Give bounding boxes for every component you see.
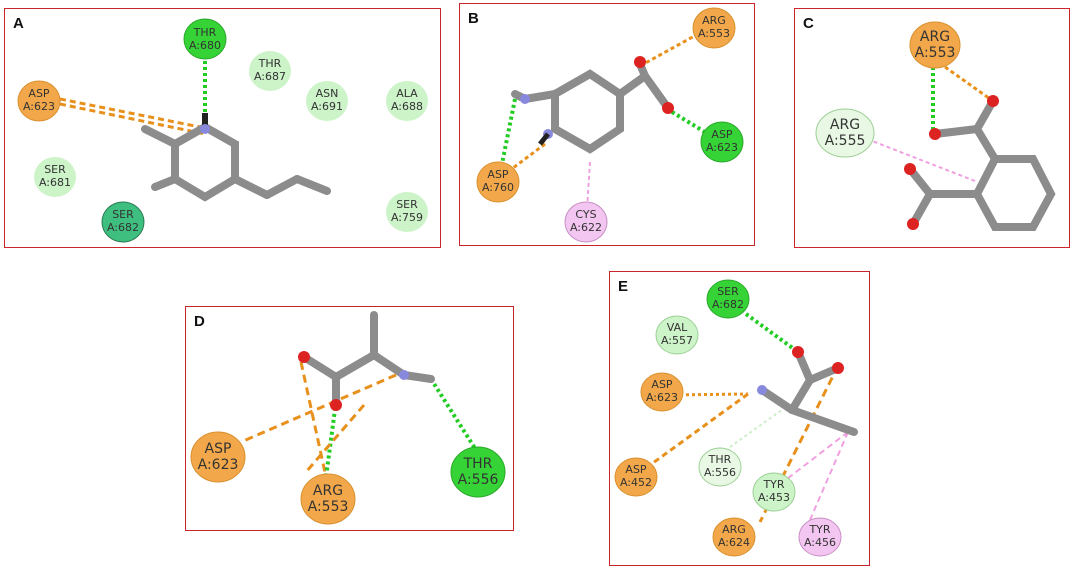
- residue-name: THR: [193, 26, 217, 39]
- salt-bridge-line: [59, 97, 201, 129]
- svg-text:A:623: A:623: [646, 391, 678, 404]
- svg-text:A:452: A:452: [620, 476, 652, 489]
- residue-arg-624: ARG A:624: [712, 517, 756, 557]
- residue-asp-760: ASP A:760: [476, 161, 520, 203]
- svg-text:A:556: A:556: [704, 466, 736, 479]
- residue-arg-555: ARG A:555: [815, 108, 875, 158]
- panel-e-diagram: SER A:682 VAL A:557 ASP A:623 ASP A:452 …: [614, 279, 858, 557]
- svg-text:TYR: TYR: [808, 523, 830, 536]
- svg-text:A:691: A:691: [311, 100, 343, 113]
- svg-text:A:456: A:456: [804, 536, 836, 549]
- svg-text:TYR: TYR: [762, 478, 784, 491]
- svg-text:A:759: A:759: [391, 211, 423, 224]
- svg-text:A:682: A:682: [107, 221, 139, 234]
- svg-text:ARG: ARG: [722, 523, 746, 536]
- panel-label: D: [194, 313, 205, 330]
- svg-text:ASN: ASN: [316, 87, 339, 100]
- residue-arg-553: ARG A:553: [300, 473, 356, 525]
- svg-text:A:623: A:623: [706, 141, 738, 154]
- panel-b-diagram: ARG A:553 ASP A:623 ASP A:760 CYS A:622: [476, 7, 744, 243]
- svg-text:A:555: A:555: [825, 133, 866, 149]
- residue-thr-556: THR A:556: [450, 446, 506, 498]
- svg-text:SER: SER: [396, 198, 418, 211]
- svg-text:A:623: A:623: [23, 100, 55, 113]
- residue-ala-688: ALA A:688: [386, 81, 428, 121]
- svg-text:ARG: ARG: [830, 117, 860, 133]
- residue-arg-553: ARG A:553: [692, 7, 736, 49]
- panel-a-diagram: THR A:680 THR A:687 ASN A:691 ALA A:688 …: [17, 18, 428, 243]
- svg-text:ASP: ASP: [711, 128, 733, 141]
- svg-text:A:556: A:556: [458, 472, 499, 488]
- panel-c-diagram: ARG A:553 ARG A:555: [815, 21, 1056, 231]
- panel-c: C ARG A:553 ARG A:555: [794, 8, 1070, 248]
- salt-bridge-line: [59, 102, 206, 136]
- svg-text:A:623: A:623: [198, 457, 239, 473]
- svg-text:A:553: A:553: [915, 45, 956, 61]
- svg-text:VAL: VAL: [667, 321, 688, 334]
- residue-asp-623: ASP A:623: [700, 121, 744, 163]
- svg-text:A:557: A:557: [661, 334, 693, 347]
- residue-thr-556: THR A:556: [698, 447, 742, 487]
- panel-d-diagram: ASP A:623 ARG A:553 THR A:556: [190, 311, 506, 525]
- panel-label: C: [803, 15, 814, 32]
- residue-thr-687: THR A:687: [249, 51, 291, 91]
- residue-cys-622: CYS A:622: [564, 201, 608, 243]
- svg-text:ASP: ASP: [625, 463, 647, 476]
- svg-text:ASP: ASP: [205, 441, 232, 457]
- panel-b: B ARG A:553 ASP A:623: [459, 3, 755, 246]
- svg-text:SER: SER: [112, 208, 134, 221]
- svg-text:ALA: ALA: [396, 87, 418, 100]
- residue-ser-681: SER A:681: [34, 157, 76, 197]
- residue-val-557: VAL A:557: [655, 315, 699, 355]
- svg-text:A:622: A:622: [570, 221, 602, 234]
- aromatic-ring: [182, 136, 228, 188]
- svg-text:A:624: A:624: [718, 536, 750, 549]
- svg-text:A:553: A:553: [308, 499, 349, 515]
- residue-asn-691: ASN A:691: [306, 81, 348, 121]
- svg-text:ASP: ASP: [28, 87, 50, 100]
- residue-asp-452: ASP A:452: [614, 457, 658, 497]
- svg-text:A:453: A:453: [758, 491, 790, 504]
- svg-text:THR: THR: [258, 57, 282, 70]
- nitrogen-atom: [200, 124, 210, 134]
- svg-text:CYS: CYS: [575, 208, 596, 221]
- svg-text:A:682: A:682: [712, 298, 744, 311]
- svg-text:THR: THR: [463, 456, 493, 472]
- svg-text:A:687: A:687: [254, 70, 286, 83]
- panel-label: E: [618, 278, 629, 295]
- svg-text:A:688: A:688: [391, 100, 423, 113]
- residue-tyr-456: TYR A:456: [798, 517, 842, 557]
- svg-text:A:553: A:553: [698, 27, 730, 40]
- svg-text:A:681: A:681: [39, 176, 71, 189]
- panel-label: A: [13, 15, 24, 32]
- residue-ser-759: SER A:759: [386, 192, 428, 232]
- panel-d: D ASP A:623 ARG A:553 THR: [185, 306, 514, 531]
- panel-e: E SER A:682 VAL A:557 ASP: [609, 271, 870, 566]
- panel-a: A THR A:680 THR A:687 AS: [4, 8, 441, 248]
- svg-text:ASP: ASP: [487, 168, 509, 181]
- residue-asp-623: ASP A:623: [640, 372, 684, 412]
- svg-text:ARG: ARG: [313, 483, 343, 499]
- svg-text:A:760: A:760: [482, 181, 514, 194]
- svg-text:SER: SER: [717, 285, 739, 298]
- residue-ser-682: SER A:682: [706, 279, 750, 319]
- svg-text:SER: SER: [44, 163, 66, 176]
- residue-id: A:680: [189, 39, 221, 52]
- svg-text:ARG: ARG: [702, 14, 726, 27]
- svg-text:ARG: ARG: [920, 29, 950, 45]
- residue-asp-623: ASP A:623: [17, 80, 61, 122]
- residue-ser-682: SER A:682: [101, 201, 145, 243]
- residue-thr-680: THR A:680: [183, 18, 227, 60]
- panel-label: B: [468, 10, 479, 27]
- residue-asp-623: ASP A:623: [190, 431, 246, 483]
- svg-text:THR: THR: [708, 453, 732, 466]
- residue-tyr-453: TYR A:453: [752, 472, 796, 512]
- ligand-structure: [141, 123, 331, 202]
- residue-arg-553: ARG A:553: [909, 21, 961, 69]
- svg-text:ASP: ASP: [651, 378, 673, 391]
